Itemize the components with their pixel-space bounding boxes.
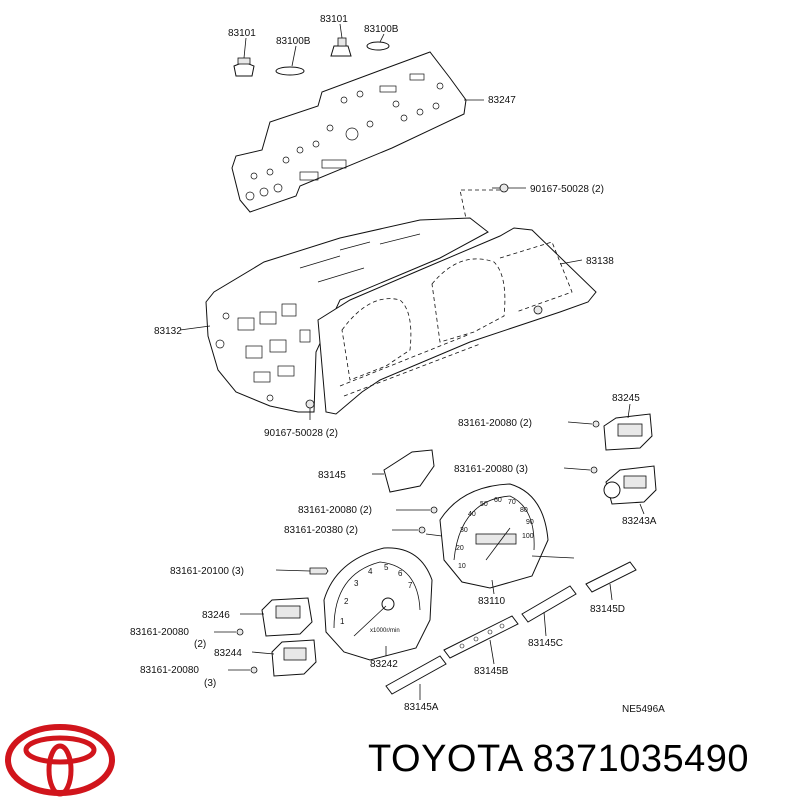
- tachometer-83242: 1 2 3 4 5 6 7 x1000r/min: [323, 547, 433, 661]
- svg-text:90: 90: [526, 519, 534, 526]
- label-90167-bottom: 90167-50028 (2): [264, 428, 338, 439]
- label-83244: 83244: [214, 648, 242, 659]
- label-83161-20080-d-qty: (2): [194, 639, 206, 650]
- label-83161-20380: 83161-20380 (2): [284, 525, 358, 536]
- label-83242: 83242: [370, 659, 398, 670]
- plate-83145d: [585, 561, 637, 593]
- switch-83243a: [603, 465, 657, 505]
- svg-text:3: 3: [354, 579, 359, 588]
- svg-text:40: 40: [468, 511, 476, 518]
- label-83243a: 83243A: [622, 516, 657, 527]
- brand-part-number: TOYOTA 8371035490: [368, 738, 750, 780]
- toyota-logo: [5, 724, 115, 797]
- speedometer-83110: 10 20 30 40 50 60 70 80 90 100: [439, 483, 575, 589]
- label-83161-20080-e-qty: (3): [204, 678, 216, 689]
- svg-text:50: 50: [480, 501, 488, 508]
- speedometer-ticks: 10 20 30 40 50 60 70 80 90 100: [456, 497, 534, 570]
- label-83161-20080-c: 83161-20080 (2): [298, 505, 372, 516]
- svg-text:20: 20: [456, 545, 464, 552]
- label-83161-20100: 83161-20100 (3): [170, 566, 244, 577]
- plate-83145: [383, 449, 435, 493]
- plate-83145c: [521, 585, 577, 623]
- svg-text:1: 1: [340, 617, 345, 626]
- switch-83244: [271, 639, 317, 677]
- svg-text:2: 2: [344, 597, 349, 606]
- label-83138: 83138: [586, 256, 614, 267]
- label-83145c: 83145C: [528, 638, 563, 649]
- label-83161-20080-b: 83161-20080 (3): [454, 464, 528, 475]
- svg-text:6: 6: [398, 569, 403, 578]
- label-83145d: 83145D: [590, 604, 625, 615]
- label-83161-20080-a: 83161-20080 (2): [458, 418, 532, 429]
- svg-text:60: 60: [494, 497, 502, 504]
- label-83101-left: 83101: [228, 28, 256, 39]
- svg-text:30: 30: [460, 527, 468, 534]
- label-83132: 83132: [154, 326, 182, 337]
- label-83246: 83246: [202, 610, 230, 621]
- svg-text:7: 7: [408, 581, 413, 590]
- meter-hood-83138: [317, 227, 597, 415]
- label-83247: 83247: [488, 95, 516, 106]
- svg-text:5: 5: [384, 563, 389, 572]
- part-number-labels: 83101 83100B 83101 83100B 83247 90167-50…: [130, 14, 665, 715]
- bulb-83100b-right: [366, 41, 390, 51]
- meter-case-83132: [205, 217, 489, 413]
- svg-text:10: 10: [458, 563, 466, 570]
- plate-83145a: [385, 655, 447, 695]
- screw-90167-bottom: [305, 399, 315, 420]
- label-83101-right: 83101: [320, 14, 348, 25]
- label-83161-20080-e: 83161-20080: [140, 665, 199, 676]
- bulb-socket-83101-right: [330, 37, 352, 57]
- label-83145a: 83145A: [404, 702, 439, 713]
- label-83100b-right: 83100B: [364, 24, 399, 35]
- switch-83245: [603, 413, 653, 451]
- printed-circuit-83247: [231, 51, 467, 213]
- label-83245: 83245: [612, 393, 640, 404]
- label-83145: 83145: [318, 470, 346, 481]
- svg-text:80: 80: [520, 507, 528, 514]
- svg-text:4: 4: [368, 567, 373, 576]
- diagram-reference-code: NE5496A: [622, 704, 665, 715]
- plate-83145b: [443, 615, 519, 659]
- bulb-socket-83101-left: [233, 57, 255, 77]
- tachometer-ticks: 1 2 3 4 5 6 7 x1000r/min: [340, 563, 413, 634]
- switch-83246: [261, 597, 313, 637]
- label-83161-20080-d: 83161-20080: [130, 627, 189, 638]
- label-83100b-left: 83100B: [276, 36, 311, 47]
- bulb-83100b-left: [275, 66, 305, 76]
- label-83145b: 83145B: [474, 666, 509, 677]
- label-90167-top: 90167-50028 (2): [530, 184, 604, 195]
- svg-text:x1000r/min: x1000r/min: [370, 628, 400, 634]
- svg-text:70: 70: [508, 499, 516, 506]
- svg-text:100: 100: [522, 533, 534, 540]
- label-83110: 83110: [478, 596, 506, 607]
- screw-90167-top: [492, 183, 509, 193]
